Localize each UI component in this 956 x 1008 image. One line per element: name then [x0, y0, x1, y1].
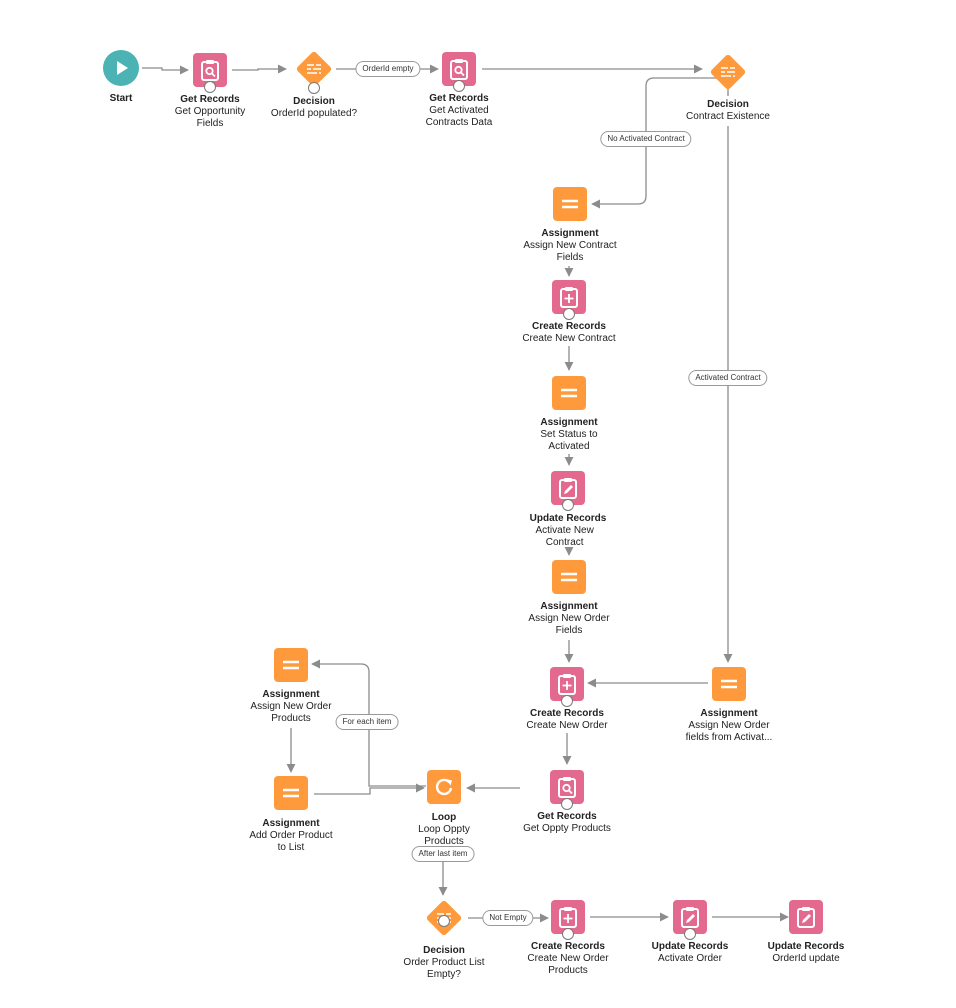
- search-record-icon: [558, 777, 576, 798]
- create-record-icon: [560, 287, 578, 308]
- node-label: Loop Loop Oppty Products: [418, 812, 470, 847]
- node-label: Assignment Assign New Order Products: [250, 689, 332, 724]
- decision-product-list-node[interactable]: [425, 899, 463, 937]
- node-label: Update Records OrderId update: [767, 941, 845, 964]
- node-label: Assignment Assign New Order fields from …: [685, 708, 773, 743]
- connector-handle[interactable]: [438, 915, 450, 927]
- update-record-icon: [681, 907, 699, 928]
- update-record-icon: [797, 907, 815, 928]
- assignment-icon: [283, 660, 299, 670]
- connector-handle[interactable]: [563, 308, 575, 320]
- connector-handle[interactable]: [684, 928, 696, 940]
- assignment-icon: [721, 679, 737, 689]
- assign-new-order-node[interactable]: [552, 560, 586, 594]
- node-label: Create Records Create New Order: [526, 708, 608, 731]
- node-label: Get Records Get Opportunity Fields: [174, 94, 246, 129]
- node-label: Assignment Assign New Order Fields: [528, 601, 610, 636]
- decision-icon: [721, 67, 735, 77]
- create-record-icon: [559, 907, 577, 928]
- add-order-product-node[interactable]: [274, 776, 308, 810]
- connector-handle[interactable]: [453, 80, 465, 92]
- create-new-order-node[interactable]: [550, 667, 584, 707]
- node-label: Update Records Activate Order: [651, 941, 729, 964]
- assign-order-from-activated-node[interactable]: [712, 667, 746, 701]
- edge-label-not-empty[interactable]: Not Empty: [482, 910, 534, 926]
- assignment-icon: [561, 572, 577, 582]
- edge-add-to-loop: [314, 783, 425, 795]
- node-label: Create Records Create New Order Products: [527, 941, 609, 976]
- edge-loop-to-assign-products: [311, 659, 426, 787]
- start-node[interactable]: [103, 50, 139, 86]
- connector-handle[interactable]: [562, 499, 574, 511]
- activate-order-node[interactable]: [673, 900, 707, 940]
- assignment-icon: [561, 388, 577, 398]
- decision-contract-existence-node[interactable]: [709, 53, 747, 91]
- node-label: Create Records Create New Contract: [522, 321, 616, 344]
- search-record-icon: [450, 59, 468, 80]
- play-icon: [117, 61, 128, 75]
- loop-icon: [435, 778, 453, 796]
- node-label: Assignment Add Order Product to List: [249, 818, 333, 853]
- get-opportunity-fields-node[interactable]: [193, 53, 227, 93]
- search-record-icon: [201, 60, 219, 81]
- node-label: Decision Contract Existence: [686, 99, 770, 122]
- node-label: Start: [109, 93, 133, 104]
- edge-label-after-last-item[interactable]: After last item: [411, 846, 475, 862]
- create-new-order-products-node[interactable]: [551, 900, 585, 940]
- edge-label-for-each-item[interactable]: For each item: [335, 714, 399, 730]
- edge-label-activated-contract[interactable]: Activated Contract: [688, 370, 768, 386]
- assignment-icon: [562, 199, 578, 209]
- get-activated-contracts-node[interactable]: [442, 52, 476, 92]
- node-label: Assignment Assign New Contract Fields: [523, 228, 617, 263]
- node-label: Decision OrderId populated?: [270, 96, 358, 119]
- node-label: Decision Order Product List Empty?: [403, 945, 485, 980]
- assign-new-order-products-node[interactable]: [274, 648, 308, 682]
- create-record-icon: [558, 674, 576, 695]
- set-status-activated-node[interactable]: [552, 376, 586, 410]
- connector-handle[interactable]: [561, 695, 573, 707]
- edge-get-opportunity-to-decision: [232, 64, 287, 74]
- edge-start-to-get-opportunity: [142, 65, 189, 75]
- node-label: Get Records Get Oppty Products: [523, 811, 611, 834]
- connector-handle[interactable]: [561, 798, 573, 810]
- loop-oppty-products-node[interactable]: [427, 770, 461, 804]
- edge-label-no-activated-contract[interactable]: No Activated Contract: [600, 131, 692, 147]
- edge-no-activated-contract: [591, 77, 729, 209]
- create-new-contract-node[interactable]: [552, 280, 586, 320]
- orderid-update-node[interactable]: [789, 900, 823, 934]
- node-label: Update Records Activate New Contract: [529, 513, 607, 548]
- assignment-icon: [283, 788, 299, 798]
- edge-label-orderid-empty[interactable]: OrderId empty: [355, 61, 421, 77]
- node-label: Assignment Set Status to Activated: [540, 417, 598, 452]
- update-record-icon: [559, 478, 577, 499]
- connector-handle[interactable]: [204, 81, 216, 93]
- connector-handle[interactable]: [308, 82, 320, 94]
- decision-orderid-node[interactable]: [295, 50, 333, 94]
- node-label: Get Records Get Activated Contracts Data: [425, 93, 493, 128]
- decision-icon: [307, 64, 321, 74]
- activate-new-contract-node[interactable]: [551, 471, 585, 511]
- connector-handle[interactable]: [562, 928, 574, 940]
- get-oppty-products-node[interactable]: [550, 770, 584, 810]
- assign-new-contract-node[interactable]: [553, 187, 587, 221]
